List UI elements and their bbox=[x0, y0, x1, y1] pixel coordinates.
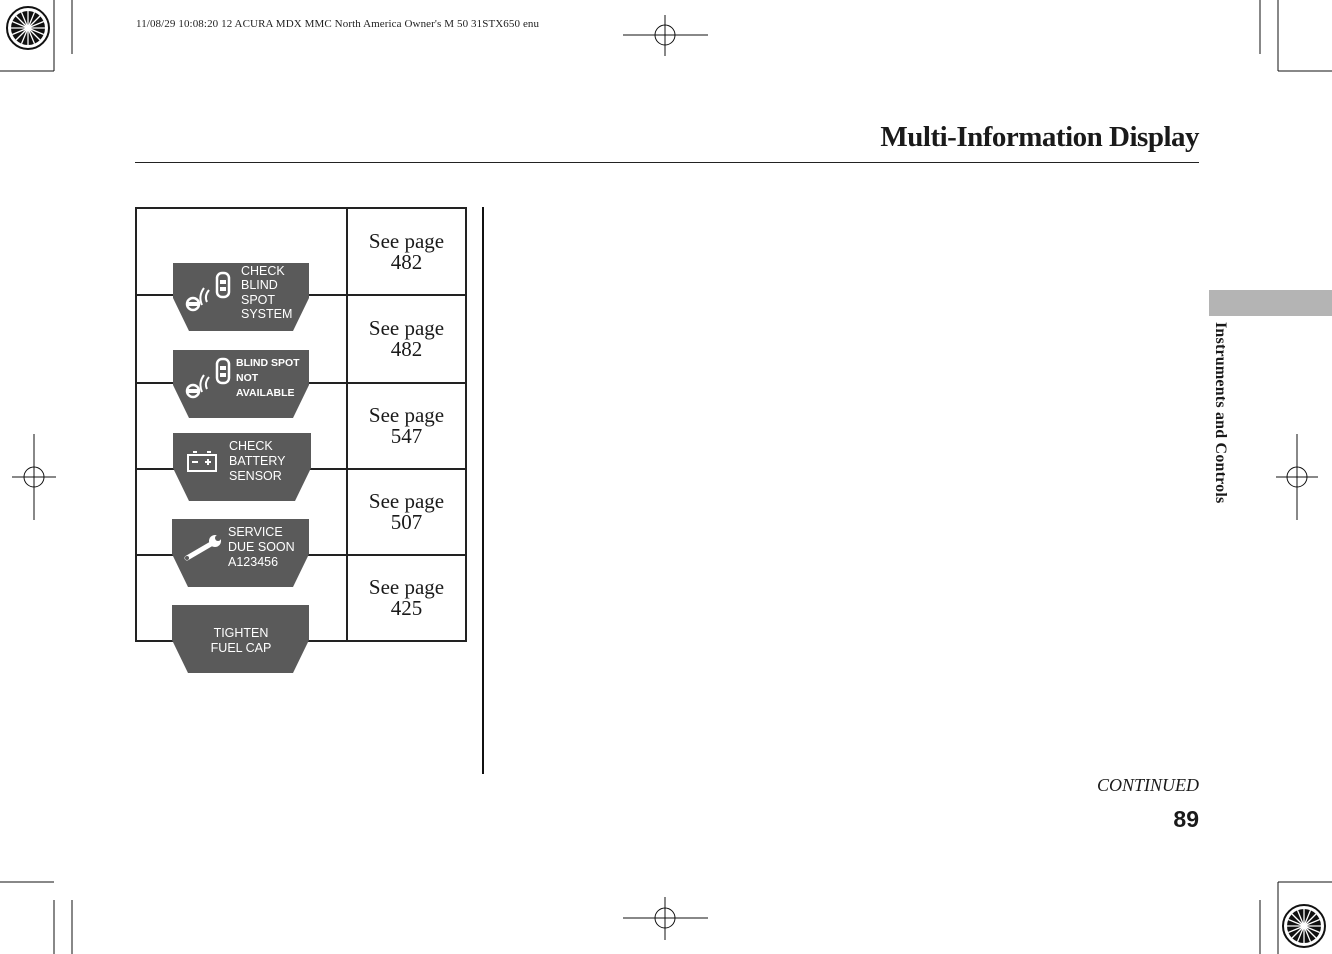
display-image-cell: SERVICE DUE SOON A123456 bbox=[135, 468, 348, 587]
page-number-ref: 425 bbox=[390, 596, 423, 620]
section-tab bbox=[1209, 290, 1332, 316]
page-reference: See page 425 bbox=[346, 554, 467, 642]
svg-text:CHECK: CHECK bbox=[229, 439, 273, 453]
see-page-label: See page bbox=[368, 316, 445, 340]
continued-label: CONTINUED bbox=[1096, 775, 1199, 795]
page-number-ref: 482 bbox=[390, 337, 423, 361]
panel-line: NOT bbox=[236, 372, 259, 384]
svg-text:NOT: NOT bbox=[236, 372, 259, 384]
registration-target bbox=[12, 434, 56, 520]
svg-text:DUE SOON: DUE SOON bbox=[228, 540, 295, 554]
page-number: 89 bbox=[1173, 806, 1199, 832]
svg-text:FUEL CAP: FUEL CAP bbox=[211, 641, 272, 655]
print-header: 11/08/29 10:08:20 12 ACURA MDX MMC North… bbox=[136, 18, 540, 30]
see-page-label: See page bbox=[368, 228, 445, 253]
display-image-cell: TIGHTEN FUEL CAP bbox=[135, 554, 348, 673]
page-reference: See page 482 bbox=[346, 207, 467, 296]
page-title: Multi-Information Display bbox=[880, 121, 1199, 153]
svg-text:BATTERY: BATTERY bbox=[229, 454, 286, 468]
starburst-mark bbox=[6, 6, 50, 50]
page-reference: See page 507 bbox=[346, 468, 467, 556]
display-panel: TIGHTEN FUEL CAP bbox=[172, 605, 309, 673]
table-row: SERVICE DUE SOON A123456 See page 507 bbox=[135, 468, 467, 587]
display-image-cell: CHECK BATTERY SENSOR bbox=[135, 382, 348, 501]
svg-text:BLIND: BLIND bbox=[241, 278, 278, 292]
see-page-label: See page bbox=[368, 489, 445, 513]
display-image-cell: CHECK BLIND SPOT SYSTEM bbox=[135, 207, 348, 331]
table-row: CHECK BLIND SPOT SYSTEM See page 482 bbox=[135, 207, 467, 331]
table-row: BLIND SPOT NOT AVAILABLE See page 482 bbox=[135, 294, 467, 418]
message-table: CHECK BLIND SPOT SYSTEM See page 482 bbox=[135, 207, 467, 673]
title-rule bbox=[135, 162, 1199, 163]
page-number-ref: 482 bbox=[390, 249, 423, 274]
display-image-cell: BLIND SPOT NOT AVAILABLE bbox=[135, 294, 348, 418]
panel-line: BLIND bbox=[241, 278, 278, 292]
svg-text:BLIND SPOT: BLIND SPOT bbox=[236, 357, 300, 369]
registration-target bbox=[623, 897, 708, 940]
see-page-label: See page bbox=[368, 575, 445, 599]
panel-line: TIGHTEN bbox=[214, 626, 269, 640]
svg-text:TIGHTEN: TIGHTEN bbox=[214, 626, 269, 640]
panel-line: CHECK bbox=[229, 439, 273, 453]
svg-text:SERVICE: SERVICE bbox=[228, 525, 283, 539]
panel-line: FUEL CAP bbox=[211, 641, 272, 655]
page-reference: See page 482 bbox=[346, 294, 467, 384]
panel-line: BLIND SPOT bbox=[236, 357, 300, 369]
table-row: TIGHTEN FUEL CAP See page 425 bbox=[135, 554, 467, 673]
column-divider bbox=[482, 207, 484, 774]
panel-line: BATTERY bbox=[229, 454, 286, 468]
page-reference: See page 547 bbox=[346, 382, 467, 470]
svg-text:CHECK: CHECK bbox=[241, 264, 285, 278]
panel-line: SERVICE bbox=[228, 525, 283, 539]
table-row: CHECK BATTERY SENSOR See page 547 bbox=[135, 382, 467, 501]
panel-line: DUE SOON bbox=[228, 540, 295, 554]
see-page-label: See page bbox=[368, 403, 445, 427]
page-number-ref: 547 bbox=[390, 424, 423, 448]
page-number-ref: 507 bbox=[390, 510, 423, 534]
panel-line: CHECK bbox=[241, 264, 285, 278]
section-tab-label: Instruments and Controls bbox=[1212, 322, 1229, 504]
registration-target bbox=[623, 15, 708, 56]
registration-target bbox=[1276, 434, 1318, 520]
starburst-mark bbox=[1282, 904, 1326, 948]
